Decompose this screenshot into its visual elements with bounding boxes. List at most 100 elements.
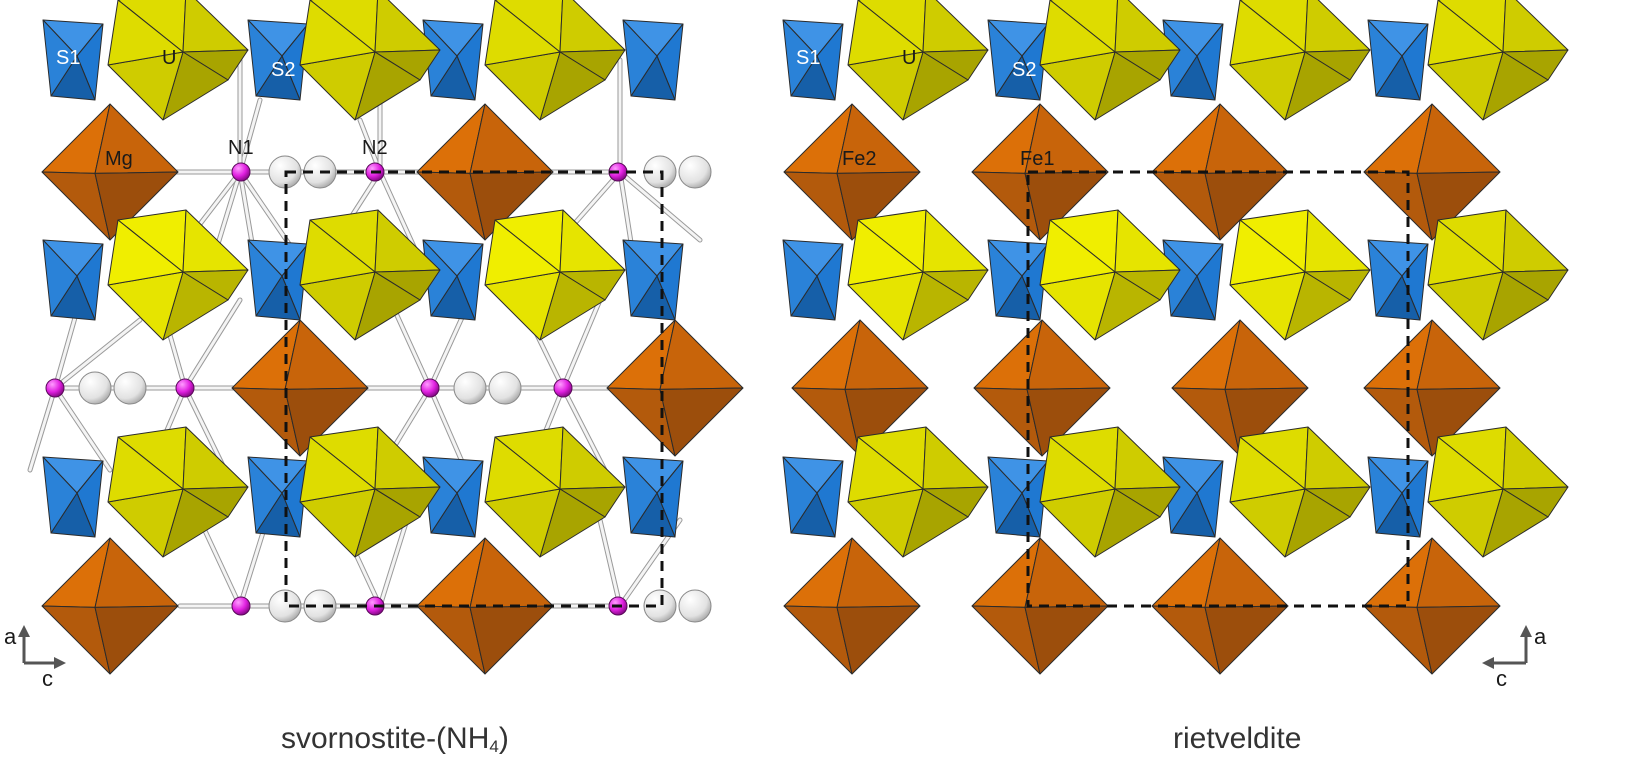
- axis-label-a: a: [4, 624, 17, 649]
- sulfate-tetrahedron: [42, 19, 104, 101]
- polyhedral-layer: [42, 0, 684, 121]
- rietveldite-caption: rietveldite: [1173, 722, 1302, 755]
- bond: [198, 518, 242, 608]
- axis-indicator: [18, 625, 66, 669]
- uranyl-face: [1304, 426, 1371, 490]
- uranyl-bipyramid: [1039, 426, 1181, 558]
- hydrogen-atom: [678, 155, 712, 189]
- label-s1: S1: [56, 47, 80, 69]
- octahedron: [783, 103, 921, 241]
- octahedron-face: [94, 171, 179, 241]
- label-u: U: [162, 47, 176, 69]
- uranyl-bipyramid: [107, 209, 249, 341]
- bond: [53, 386, 112, 472]
- octahedron-face: [1026, 387, 1111, 457]
- sulfate-face: [622, 456, 658, 534]
- octahedron-face: [469, 605, 554, 675]
- octahedron-face: [836, 605, 921, 675]
- bond: [183, 298, 242, 390]
- uranyl-bipyramid: [1229, 0, 1371, 121]
- uranyl-face: [1039, 436, 1116, 503]
- label-n2: N2: [362, 137, 388, 159]
- sulfate-tetrahedron: [1367, 19, 1429, 101]
- uranyl-bipyramid: [107, 0, 249, 121]
- nitrogen-atom: [45, 378, 65, 398]
- hydrogen-atom: [78, 371, 112, 405]
- octahedron: [783, 537, 921, 675]
- sulfate-face: [42, 456, 78, 534]
- uranyl-face: [182, 0, 249, 53]
- uranyl-bipyramid: [1427, 209, 1569, 341]
- polyhedral-layer: [42, 209, 684, 341]
- sulfate-face: [247, 239, 283, 317]
- octahedron: [1363, 537, 1501, 675]
- uranyl-face: [559, 426, 626, 490]
- sulfate-tetrahedron: [987, 239, 1049, 321]
- octahedron-face: [1024, 605, 1109, 675]
- hydrogen-atom: [268, 589, 302, 623]
- uranyl-face: [1427, 436, 1504, 503]
- octahedron: [1363, 319, 1501, 457]
- hydrogen-atom: [303, 589, 337, 623]
- sulfate-tetrahedron: [1367, 239, 1429, 321]
- bond: [598, 518, 622, 608]
- sulfate-tetrahedron: [622, 239, 684, 321]
- sulfate-tetrahedron: [422, 456, 484, 538]
- uranyl-face: [107, 0, 184, 66]
- sulfate-tetrahedron: [42, 239, 104, 321]
- bond: [618, 170, 702, 242]
- sulfate-tetrahedron: [42, 456, 104, 538]
- uranyl-bipyramid: [107, 426, 249, 558]
- ammonium-groups: [45, 155, 712, 623]
- octahedron: [973, 319, 1111, 457]
- octahedron-face: [659, 319, 744, 390]
- sulfate-tetrahedron: [782, 19, 844, 101]
- octahedron-face: [1204, 171, 1289, 241]
- axis-label-a: a: [1534, 624, 1547, 649]
- uranyl-face: [484, 436, 561, 503]
- octahedron-face: [1204, 537, 1289, 608]
- uranyl-bipyramid: [484, 209, 626, 341]
- label-s2: S2: [1012, 59, 1036, 81]
- sulfate-tetrahedron: [622, 19, 684, 101]
- label-fe2: Fe2: [842, 148, 876, 170]
- axis-label-c: c: [42, 666, 53, 691]
- unit-cell-outline: [284, 170, 664, 608]
- uranyl-face: [1304, 209, 1371, 273]
- uranyl-face: [847, 436, 924, 503]
- octahedron-face: [94, 605, 179, 675]
- hydrogen-atom: [488, 371, 522, 405]
- hydrogen-atom: [113, 371, 147, 405]
- sulfate-face: [247, 456, 283, 534]
- svornostite-structure-drawing: a c S1 U S2 Mg N1 N2: [4, 0, 744, 691]
- uranyl-bipyramid: [299, 209, 441, 341]
- octahedron-face: [659, 387, 744, 457]
- sulfate-face: [42, 19, 78, 97]
- bond: [28, 386, 57, 472]
- uranyl-face: [299, 0, 376, 66]
- sulfate-face: [782, 456, 818, 534]
- octahedron: [41, 103, 179, 241]
- bond: [53, 318, 142, 390]
- nitrogen-atom: [420, 378, 440, 398]
- sulfate-tetrahedron: [987, 456, 1049, 538]
- polyhedral-layer: [782, 0, 1569, 121]
- octahedron: [1171, 319, 1309, 457]
- nitrogen-atom: [553, 378, 573, 398]
- label-fe1: Fe1: [1020, 148, 1054, 170]
- sulfate-tetrahedron: [622, 456, 684, 538]
- sulfate-face: [987, 456, 1023, 534]
- uranyl-sulfate-layers: [782, 0, 1569, 558]
- uranyl-face: [559, 0, 626, 53]
- rietveldite-panel: a c S1 U S2 Fe2 Fe1 rietveldite: [782, 0, 1652, 769]
- sulfate-tetrahedron: [422, 19, 484, 101]
- sulfate-face: [247, 19, 283, 97]
- axis-label-c: c: [1496, 666, 1507, 691]
- unit-cell-outline: [1026, 170, 1410, 608]
- sulfate-face: [1367, 239, 1403, 317]
- octahedron: [971, 537, 1109, 675]
- sulfate-face: [622, 239, 658, 317]
- polyhedral-layer: [782, 426, 1569, 558]
- uranyl-face: [1502, 426, 1569, 490]
